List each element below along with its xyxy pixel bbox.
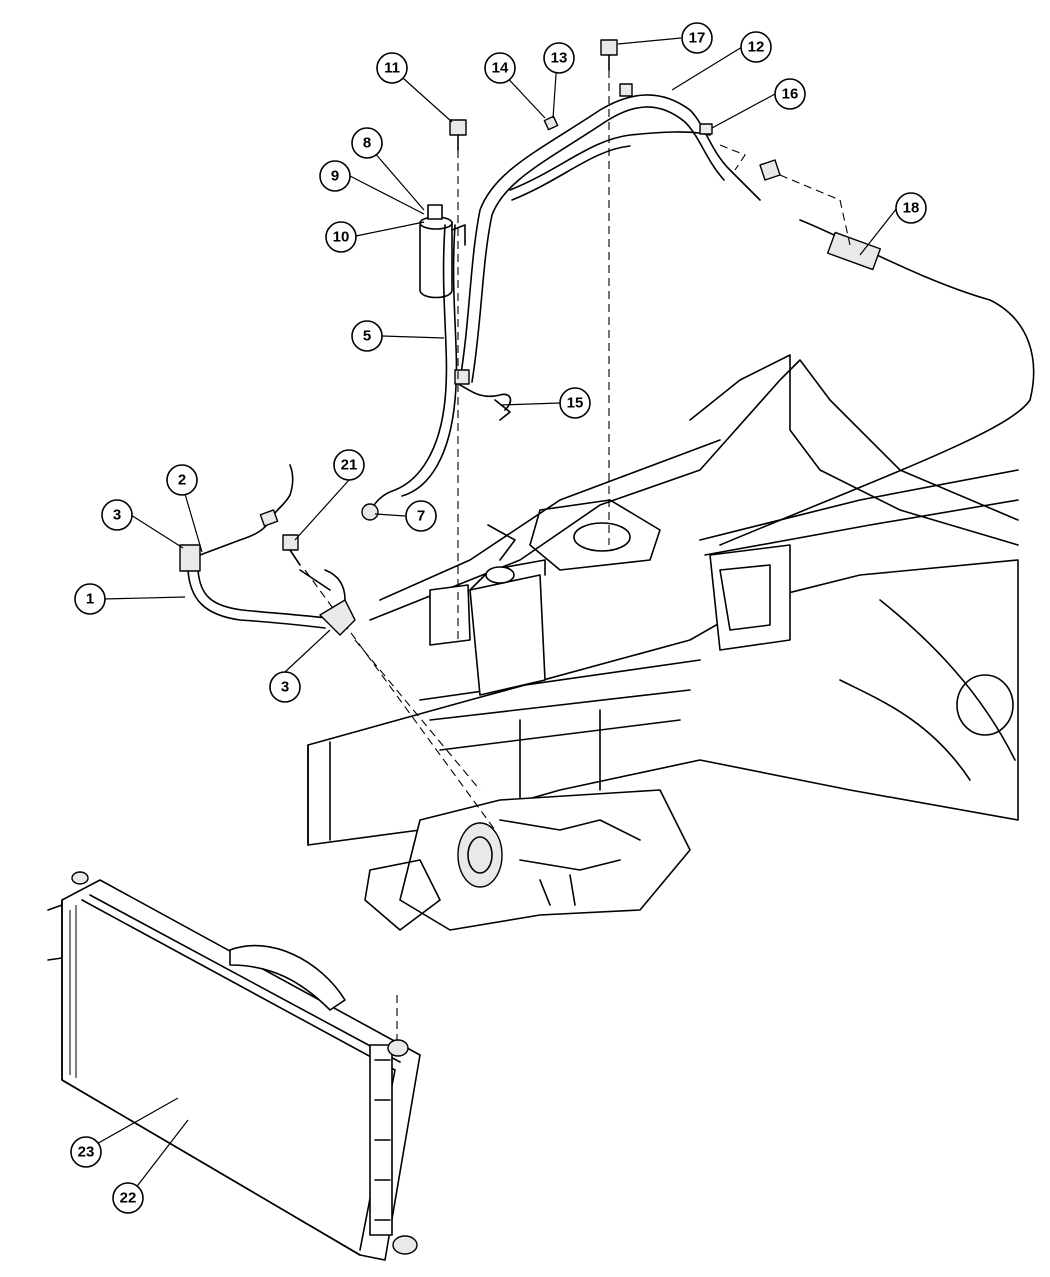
ac-condenser	[47, 871, 421, 1261]
callout-label: 17	[689, 30, 706, 47]
callout-label: 21	[341, 457, 358, 474]
hose-fittings	[361, 83, 882, 521]
callout-label: 3	[281, 679, 289, 696]
callout-16: 16	[774, 78, 806, 110]
callout-3-lower: 3	[269, 671, 301, 703]
callout-17: 17	[681, 22, 713, 54]
callout-8: 8	[351, 127, 383, 159]
callout-label: 15	[567, 395, 584, 412]
callout-13: 13	[543, 42, 575, 74]
callout-label: 14	[492, 60, 509, 77]
callout-label: 3	[113, 507, 121, 524]
callout-22: 22	[112, 1182, 144, 1214]
callout-label: 2	[178, 472, 186, 489]
callout-12: 12	[740, 31, 772, 63]
callout-2: 2	[166, 464, 198, 496]
callout-9: 9	[319, 160, 351, 192]
callout-label: 23	[78, 1144, 95, 1161]
callout-23: 23	[70, 1136, 102, 1168]
callout-label: 9	[331, 168, 339, 185]
callout-label: 13	[551, 50, 568, 67]
callout-label: 5	[363, 328, 371, 345]
coolant-reservoir	[429, 524, 546, 696]
callout-10: 10	[325, 221, 357, 253]
callout-7: 7	[405, 500, 437, 532]
callout-label: 16	[782, 86, 799, 103]
callout-label: 11	[384, 60, 400, 77]
body-frame-structure	[307, 354, 1019, 846]
ac-hoses	[369, 94, 1035, 546]
callout-11: 11	[376, 52, 408, 84]
callout-label: 7	[417, 508, 425, 525]
callout-label: 1	[86, 591, 94, 608]
callout-15: 15	[559, 387, 591, 419]
callout-18: 18	[895, 192, 927, 224]
callout-label: 18	[903, 200, 920, 217]
callout-label: 10	[333, 229, 350, 246]
callout-14: 14	[484, 52, 516, 84]
callout-1: 1	[74, 583, 106, 615]
callout-label: 8	[363, 135, 371, 152]
callout-label: 12	[748, 39, 765, 56]
discharge-hose-assembly	[179, 464, 356, 636]
ac-compressor	[364, 789, 691, 931]
callout-5: 5	[351, 320, 383, 352]
callout-21: 21	[333, 449, 365, 481]
callout-label: 22	[120, 1190, 137, 1207]
callout-3-upper: 3	[101, 499, 133, 531]
